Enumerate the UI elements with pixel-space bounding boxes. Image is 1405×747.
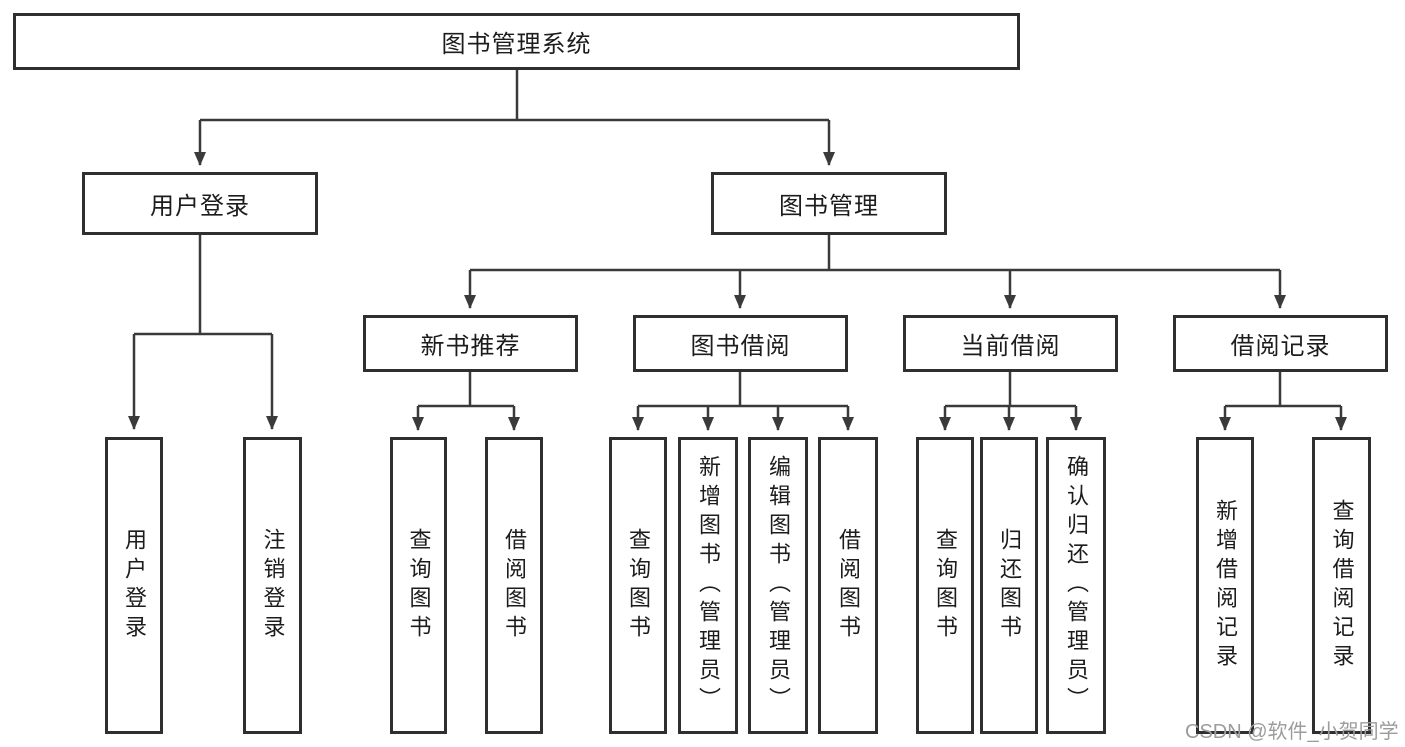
node-new-book-recommend: 新书推荐 — [363, 315, 578, 372]
leaf-current-confirm-return-admin: 确认归还（管理员） — [1046, 437, 1106, 734]
leaf-records-add-record: 新增借阅记录 — [1196, 437, 1254, 734]
leaf-login-user-login: 用户登录 — [105, 437, 163, 734]
node-current-borrow: 当前借阅 — [903, 315, 1118, 372]
node-borrow-records: 借阅记录 — [1173, 315, 1388, 372]
node-book-management: 图书管理 — [711, 172, 947, 235]
leaf-records-query-record: 查询借阅记录 — [1312, 437, 1371, 734]
leaf-recommend-query-book: 查询图书 — [390, 437, 447, 734]
leaf-borrow-edit-book-admin: 编辑图书（管理员） — [748, 437, 808, 734]
leaf-borrow-query-book: 查询图书 — [609, 437, 667, 734]
node-root: 图书管理系统 — [13, 13, 1020, 70]
leaf-login-logout: 注销登录 — [243, 437, 302, 734]
leaf-borrow-borrow-book: 借阅图书 — [818, 437, 878, 734]
node-book-borrow: 图书借阅 — [633, 315, 848, 372]
leaf-recommend-borrow-book: 借阅图书 — [485, 437, 543, 734]
leaf-current-query-book: 查询图书 — [916, 437, 974, 734]
csdn-watermark: CSDN @软件_小贺同学 — [1185, 721, 1399, 743]
node-user-login: 用户登录 — [82, 172, 318, 235]
leaf-current-return-book: 归还图书 — [980, 437, 1038, 734]
leaf-borrow-add-book-admin: 新增图书（管理员） — [678, 437, 738, 734]
